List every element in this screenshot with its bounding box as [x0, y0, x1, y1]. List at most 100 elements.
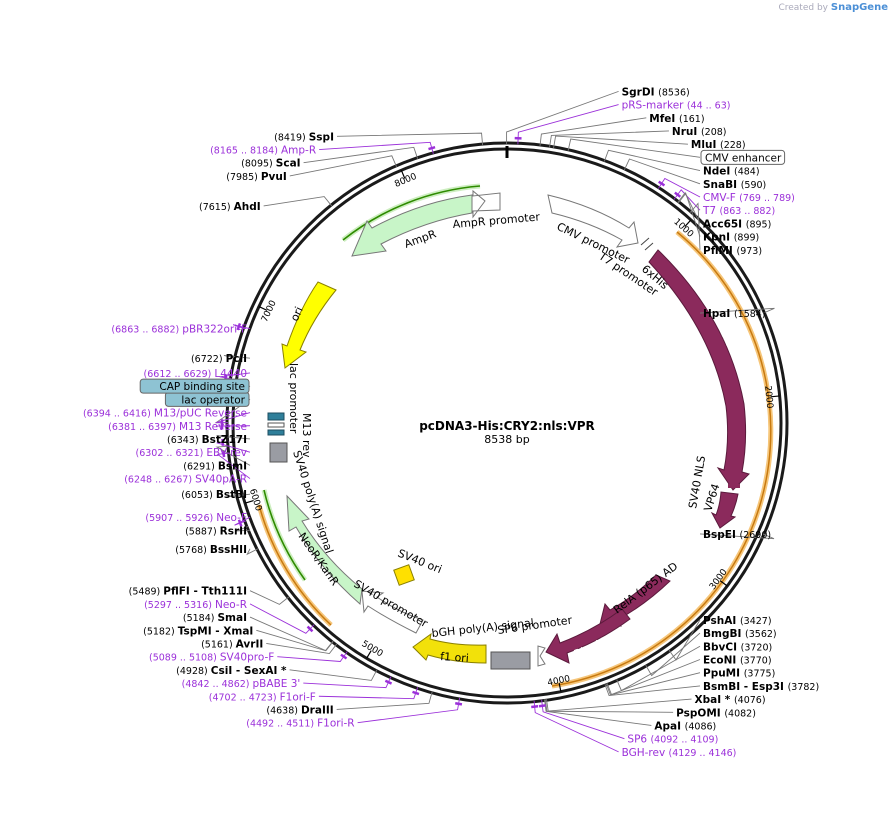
- site-label-acc65i[interactable]: Acc65I (895): [703, 218, 771, 230]
- site-position: (3770): [740, 655, 772, 666]
- site-label-mlui[interactable]: MluI (228): [691, 139, 746, 151]
- site-label-cmv-f[interactable]: CMV-F (769 .. 789): [703, 192, 795, 204]
- site-label-amp-r[interactable]: (8165 .. 8184) Amp-R: [210, 145, 316, 157]
- site-label-bspei[interactable]: BspEI (2690): [703, 529, 771, 541]
- cmv-promoter-arrow[interactable]: [547, 194, 639, 248]
- site-label-pspomi[interactable]: PspOMI (4082): [676, 707, 756, 719]
- site-label-draiii[interactable]: (4638) DraIII: [266, 704, 333, 716]
- green-arc-ampr-line: [342, 185, 481, 241]
- vp64-arrow[interactable]: [710, 491, 739, 529]
- neor-kanr-arrow[interactable]: [286, 494, 363, 605]
- site-label-bbvci[interactable]: BbvCI (3720): [703, 641, 772, 653]
- svg-text:pRS-marker (44 .. 63): pRS-marker (44 .. 63): [622, 100, 731, 112]
- site-label-smai[interactable]: (5184) SmaI: [183, 612, 247, 624]
- site-label-hpai[interactable]: HpaI (1584): [703, 308, 766, 320]
- site-label-m13-reverse[interactable]: (6381 .. 6397) M13 Reverse: [108, 421, 247, 433]
- snapgene-credit: Created by SnapGene: [778, 2, 888, 13]
- site-leader: [539, 117, 647, 147]
- site-label-box: [139, 378, 250, 394]
- site-name: CsiI - SexAI *: [211, 665, 287, 677]
- site-label-sgrdi[interactable]: SgrDI (8536): [622, 86, 690, 98]
- site-leader: [604, 684, 701, 696]
- svg-text:(5089 .. 5108) SV40pro-F: (5089 .. 5108) SV40pro-F: [149, 652, 274, 664]
- site-label-kpni[interactable]: KpnI (899): [703, 232, 759, 244]
- site-label-bsmi[interactable]: (6291) BsmI: [183, 460, 247, 472]
- site-label-bstz17i[interactable]: (6343) BstZ17I: [167, 434, 247, 446]
- site-label-pflfi-tth111i[interactable]: (5489) PflFI - Tth111I: [129, 586, 247, 598]
- site-label-ebv-rev[interactable]: (6302 .. 6321) EBV-rev: [135, 447, 247, 459]
- site-label-pbr322ori-f[interactable]: (6863 .. 6882) pBR322ori-F: [111, 324, 247, 336]
- tick-mark: [258, 306, 268, 311]
- site-label-l4440[interactable]: (6612 .. 6629) L4440: [144, 368, 247, 380]
- ori-arrow[interactable]: [281, 281, 337, 369]
- site-name: BstZ17I: [202, 434, 247, 446]
- site-label-apai[interactable]: ApaI (4086): [654, 720, 716, 732]
- site-label-bsshii[interactable]: (5768) BssHII: [175, 544, 247, 556]
- ampr-promoter-arrow[interactable]: [472, 189, 501, 219]
- site-name: EcoNI: [703, 654, 740, 666]
- sp6-promoter-arrow[interactable]: [537, 645, 546, 667]
- site-label-lac-operator[interactable]: lac operator: [164, 391, 250, 407]
- site-label-snabi[interactable]: SnaBI (590): [703, 179, 766, 191]
- site-label-pcii[interactable]: (6722) PciI: [191, 353, 247, 365]
- site-name: Amp-R: [281, 145, 316, 157]
- rta-ad-arrow[interactable]: [545, 608, 631, 664]
- site-label-scai[interactable]: (8095) ScaI: [241, 158, 300, 170]
- site-label-prs-marker[interactable]: pRS-marker (44 .. 63): [622, 100, 731, 112]
- cry2phr-arrow[interactable]: [648, 249, 750, 491]
- svg-text:KpnI (899): KpnI (899): [703, 232, 759, 244]
- site-label-f1ori-f[interactable]: (4702 .. 4723) F1ori-F: [209, 691, 316, 703]
- site-label-sv40pro-f[interactable]: (5089 .. 5108) SV40pro-F: [149, 652, 274, 664]
- site-label-bgh-rev[interactable]: BGH-rev (4129 .. 4146): [622, 747, 737, 759]
- sv40-polya-box[interactable]: [269, 442, 288, 463]
- site-label-econi[interactable]: EcoNI (3770): [703, 654, 772, 666]
- site-label-cmv-enhancer[interactable]: CMV enhancer: [700, 149, 786, 165]
- site-label-pvui[interactable]: (7985) PvuI: [226, 171, 287, 183]
- site-label-neo-r[interactable]: (5297 .. 5316) Neo-R: [144, 599, 247, 611]
- site-leader-lines: [214, 90, 775, 753]
- sv40-ori-box[interactable]: [393, 564, 415, 586]
- site-label-f1ori-r[interactable]: (4492 .. 4511) F1ori-R: [246, 718, 354, 730]
- site-label-xbai[interactable]: XbaI * (4076): [695, 694, 766, 706]
- site-label-pshai[interactable]: PshAI (3427): [703, 615, 772, 627]
- site-label-bstbi[interactable]: (6053) BstBI: [181, 489, 247, 501]
- site-label-avrii[interactable]: (5161) AvrII: [201, 638, 263, 650]
- site-label-ndei[interactable]: NdeI (484): [703, 166, 760, 178]
- site-label-rsrii[interactable]: (5887) RsrII: [185, 525, 247, 537]
- sv40-nls-mark[interactable]: [728, 484, 740, 488]
- site-position: (44 .. 63): [687, 101, 731, 112]
- site-label-neo-f[interactable]: (5907 .. 5926) Neo-F: [145, 512, 247, 524]
- site-label-cap-binding-site[interactable]: CAP binding site: [139, 378, 250, 394]
- f1-ori-arrow[interactable]: [412, 632, 487, 664]
- site-position: (4129 .. 4146): [669, 748, 737, 759]
- bgh-polya-box[interactable]: [490, 651, 531, 670]
- site-label-pflmi[interactable]: PflMI (973): [703, 245, 762, 257]
- site-label-nrui[interactable]: NruI (208): [672, 126, 727, 138]
- svg-text:SP6 (4092 .. 4109): SP6 (4092 .. 4109): [627, 734, 718, 746]
- svg-text:NruI (208): NruI (208): [672, 126, 727, 138]
- lac-promoter-mark[interactable]: [267, 412, 285, 421]
- site-name: MfeI: [649, 113, 679, 125]
- site-label-bmgbi[interactable]: BmgBI (3562): [703, 628, 777, 640]
- site-label-ppumi[interactable]: PpuMI (3775): [703, 668, 775, 680]
- svg-text:(6343) BstZ17I: (6343) BstZ17I: [167, 434, 247, 446]
- ampr-arrow[interactable]: [351, 194, 473, 257]
- site-label-bsmbi-esp3i[interactable]: BsmBI - Esp3I (3782): [703, 681, 819, 693]
- site-label-sp6[interactable]: SP6 (4092 .. 4109): [627, 734, 718, 746]
- lac-operator-mark[interactable]: [267, 429, 285, 436]
- sv40-promoter-arrow[interactable]: [361, 590, 424, 634]
- site-label-sv40pa-r[interactable]: (6248 .. 6267) SV40pA-R: [124, 474, 247, 486]
- svg-text:BGH-rev (4129 .. 4146): BGH-rev (4129 .. 4146): [622, 747, 737, 759]
- site-label-ahdi[interactable]: (7615) AhdI: [199, 201, 261, 213]
- site-label-tspmi-xmai[interactable]: (5182) TspMI - XmaI: [143, 625, 253, 637]
- site-label-sspi[interactable]: (8419) SspI: [274, 131, 334, 143]
- site-label-csii-sexai[interactable]: (4928) CsiI - SexAI *: [176, 665, 287, 677]
- m13-rev-mark[interactable]: [267, 422, 285, 428]
- site-label-m13-puc-reverse[interactable]: (6394 .. 6416) M13/pUC Reverse: [83, 408, 247, 420]
- site-position: (3562): [745, 629, 777, 640]
- site-label-mfei[interactable]: MfeI (161): [649, 113, 704, 125]
- site-position: (3782): [788, 682, 820, 693]
- tick-mark: [400, 169, 406, 179]
- site-label-t7[interactable]: T7 (863 .. 882): [702, 205, 775, 217]
- site-label-pbabe-3[interactable]: (4842 .. 4862) pBABE 3': [182, 678, 301, 690]
